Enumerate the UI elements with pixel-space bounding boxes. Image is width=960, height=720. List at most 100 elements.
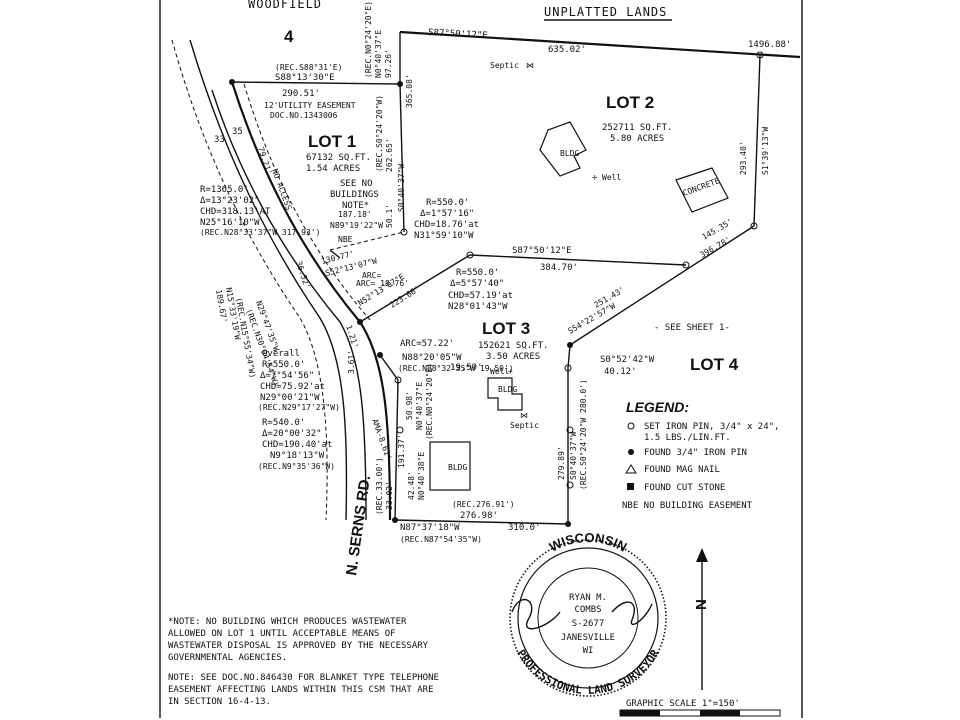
road-dist-label: 36.52'	[294, 260, 311, 290]
svg-text:IN SECTION 16-4-13.: IN SECTION 16-4-13.	[168, 697, 271, 707]
svg-text:Δ=7°54'56": Δ=7°54'56"	[260, 371, 314, 381]
distance-label: 50.98'	[405, 391, 414, 420]
pin	[750, 222, 758, 230]
lot1-inner-line	[329, 249, 341, 259]
svg-text:N29°00'21"W: N29°00'21"W	[260, 393, 320, 403]
pin	[229, 79, 235, 85]
svg-text:NOTE: SEE DOC.NO.846430 FOR BL: NOTE: SEE DOC.NO.846430 FOR BLANKET TYPE…	[168, 673, 439, 683]
lot3-sqft: 152621 SQ.FT.	[478, 341, 548, 351]
note-wastewater: *NOTE: NO BUILDING WHICH PRODUCES WASTEW…	[168, 617, 429, 663]
svg-text:(REC.N29°17'27"W): (REC.N29°17'27"W)	[258, 403, 340, 412]
curve-c1: R=550.0' Δ=1°57'16" CHD=18.76'at N31°59'…	[414, 198, 479, 241]
svg-text:Δ=5°57'40": Δ=5°57'40"	[450, 279, 504, 289]
pin	[357, 319, 363, 325]
bearing-label: (REC.S0°24'20"W)	[375, 95, 384, 172]
legend-item: SET IRON PIN, 3/4" x 24",	[644, 422, 779, 432]
bearing-label: (REC.N87°54'35"W)	[400, 535, 482, 544]
woodfield-lot-num: 4	[284, 27, 294, 46]
well-label: Well	[490, 367, 509, 376]
road-west	[171, 39, 328, 521]
svg-text:R=1365.0': R=1365.0'	[200, 185, 249, 195]
lot3-acres: 3.50 ACRES	[486, 352, 540, 362]
svg-text:EASEMENT AFFECTING LANDS WITHI: EASEMENT AFFECTING LANDS WITHIN THIS CSM…	[168, 685, 434, 695]
svg-text:(REC.N28°33'37"W 317.93'): (REC.N28°33'37"W 317.93')	[200, 228, 320, 237]
svg-text:Δ=13°23'02": Δ=13°23'02"	[200, 196, 260, 206]
pin	[566, 481, 574, 489]
pin	[397, 81, 403, 87]
distance-label: 1496.88'	[748, 40, 791, 50]
nbe-label: NBE	[338, 235, 353, 244]
svg-text:N9°18'13"W: N9°18'13"W	[270, 451, 325, 461]
svg-text:CHD=18.76'at: CHD=18.76'at	[414, 220, 479, 230]
distance-label: 310.0'	[508, 523, 541, 533]
legend-item: FOUND MAG NAIL	[644, 465, 720, 475]
svg-text:S-2677: S-2677	[572, 619, 605, 629]
lot2-sqft: 252711 SQ.FT.	[602, 123, 672, 133]
north-arrow: N	[693, 548, 710, 690]
distance-label: 33.02'	[385, 481, 394, 510]
lot3-west-jog	[394, 379, 399, 521]
svg-text:CHD=190.40'at: CHD=190.40'at	[262, 440, 332, 450]
svg-text:R=550.0': R=550.0'	[426, 198, 469, 208]
lot1-sqft: 67132 SQ.FT.	[306, 153, 371, 163]
building-label: BLDG	[498, 385, 517, 394]
curve-c4: Overall R=550.0' Δ=7°54'56" CHD=75.92'at…	[258, 349, 340, 412]
septic-label: Septic	[510, 421, 539, 430]
svg-text:GRAPHIC SCALE 1"=150': GRAPHIC SCALE 1"=150'	[626, 699, 740, 709]
woodfield-boundary	[231, 81, 401, 85]
surveyor-seal: WISCONSIN PROFESSIONAL LAND SURVEYOR RYA…	[509, 530, 667, 697]
distance-label: 293.40'	[739, 141, 748, 175]
road-bearing-label: AMA-8.61'	[370, 418, 393, 462]
lot2-south-line	[469, 254, 687, 266]
pin	[565, 521, 571, 527]
pin	[564, 364, 572, 372]
pin	[400, 228, 408, 236]
legend-mag-nail-icon	[625, 464, 637, 474]
svg-text:CHD=318.13'AT: CHD=318.13'AT	[200, 207, 271, 217]
distance-label: 262.65'	[385, 138, 394, 172]
woodfield-label: WOODFIELD	[248, 0, 322, 11]
lot3-north-jog	[379, 354, 399, 381]
distance-label: 187.18'	[338, 210, 372, 219]
lot3-east-line	[569, 225, 755, 346]
lot1-east-line	[399, 83, 405, 233]
road-bearing-label: 3.61'	[347, 350, 356, 374]
note-telephone: NOTE: SEE DOC.NO.846430 FOR BLANKET TYPE…	[168, 673, 439, 707]
septic-mark: ⋈	[520, 411, 528, 420]
svg-text:N25°16'10"W: N25°16'10"W	[200, 218, 260, 228]
lot1-lot3-line	[359, 254, 471, 323]
svg-text:CHD=57.19'at: CHD=57.19'at	[448, 291, 513, 301]
svg-text:ALLOWED ON LOT 1 UNTIL ACCEPTA: ALLOWED ON LOT 1 UNTIL ACCEPTABLE MEANS …	[168, 629, 396, 639]
bearing-label: N89°19'22"W	[330, 221, 383, 230]
distance-label: 384.70'	[540, 263, 578, 273]
bearing-label: N0°40'38"E	[417, 452, 426, 500]
svg-text:Δ=20°00'32": Δ=20°00'32"	[262, 429, 322, 439]
road-dist-label: 79.21'	[256, 146, 273, 176]
utility-doc-label: DOC.NO.1343006	[270, 111, 338, 120]
bearing-label: (REC.N0°24'20"E)	[425, 363, 434, 440]
bearing-label: N88°20'05"W	[402, 353, 462, 363]
building-lot2	[539, 121, 587, 177]
lot3-name: LOT 3	[482, 319, 530, 338]
svg-text:R=550.0': R=550.0'	[456, 268, 499, 278]
bearing-label: S87°50'12"E	[512, 246, 572, 256]
curve-c5: R=540.0' Δ=20°00'32" CHD=190.40'at N9°18…	[258, 418, 335, 471]
svg-text:*NOTE: NO BUILDING WHICH PRODU: *NOTE: NO BUILDING WHICH PRODUCES WASTEW…	[168, 617, 407, 627]
svg-text:(REC.N9°35'36"W): (REC.N9°35'36"W)	[258, 462, 335, 471]
concrete-label: CONCRETE	[682, 176, 721, 198]
pin	[392, 517, 398, 523]
septic-mark: ⋈	[526, 61, 534, 70]
distance-label: 50.1'	[385, 204, 394, 228]
distance-label: 97.26'	[384, 49, 393, 78]
pin	[396, 426, 404, 434]
bearing-label: S0°40'37"W	[569, 432, 578, 480]
road-name: N. SERNS RD.	[343, 474, 374, 576]
curve-c2: R=550.0' Δ=5°57'40" CHD=57.19'at N28°01'…	[448, 268, 513, 312]
svg-text:RYAN M.: RYAN M.	[569, 593, 607, 603]
bearing-label: ARC= 18.76'	[356, 279, 409, 288]
pin	[377, 352, 383, 358]
legend-title: LEGEND:	[626, 399, 689, 415]
distance-label: 290.51'	[282, 89, 320, 99]
graphic-scale: GRAPHIC SCALE 1"=150'	[619, 699, 781, 717]
bearing-label: ARC=57.22'	[400, 339, 454, 349]
